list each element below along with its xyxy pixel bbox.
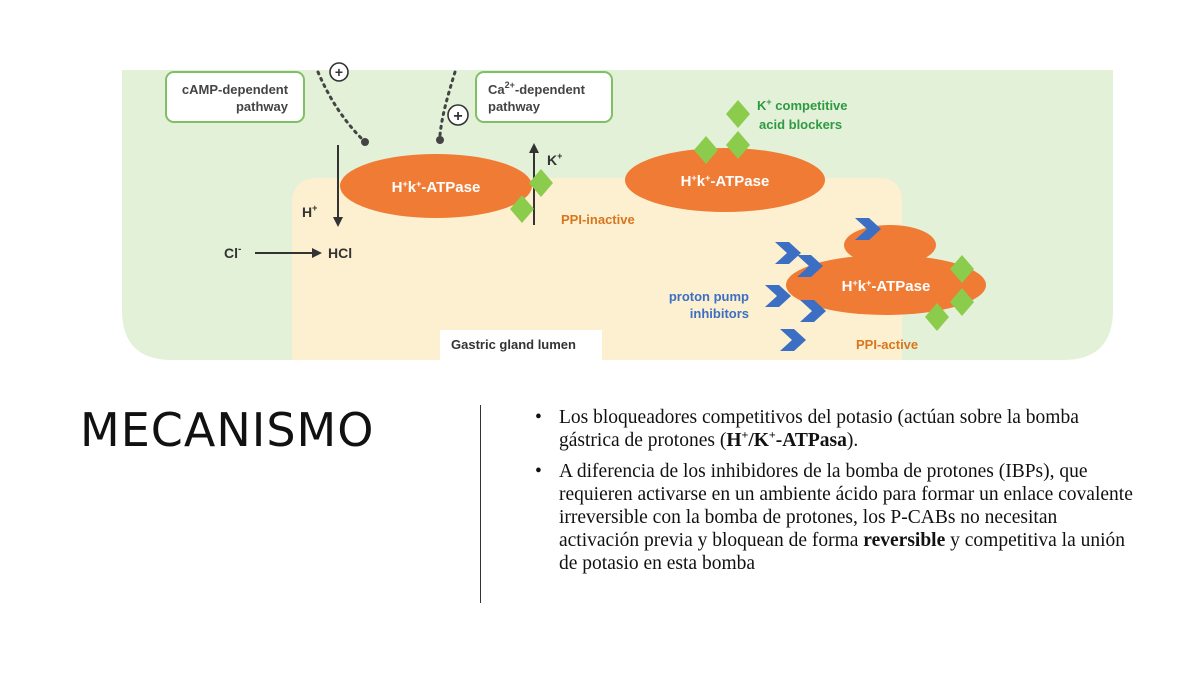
bullet1-text-end: ). [846, 430, 859, 451]
h-ion-label: H+ [302, 203, 317, 220]
pcab-diamond-pump1-b [510, 195, 534, 223]
vertical-divider [480, 405, 481, 603]
ca-box-line1: Ca2+-dependent [488, 80, 586, 97]
ca-box-line2: pathway [488, 99, 541, 114]
ca-signal-path [438, 70, 457, 137]
k-ion-label: K+ [547, 151, 562, 168]
slide-title: MECANISMO [80, 403, 375, 457]
bullet2-bold-word: reversible [863, 530, 946, 551]
ca-plus-sign: + [453, 108, 462, 125]
ppi-active-label: PPI-active [856, 337, 918, 352]
camp-plus-icon [329, 62, 349, 82]
pcab-diamond-pump3-b [950, 288, 974, 316]
diagram-canvas: cAMP-dependent pathway Ca2+-dependent pa… [122, 62, 1113, 360]
pcab-diamond-pump1-a [529, 169, 553, 197]
bullet-list: • Los bloqueadores competitivos del pota… [535, 406, 1135, 583]
pcab-diamond-pump3-c [925, 303, 949, 331]
proton-pump-2 [625, 148, 825, 212]
bullet2-text: A diferencia de los inhibidores de la bo… [559, 461, 1133, 551]
bullet1-bold-formula: H+/K+-ATPasa [726, 427, 847, 452]
ca-plus-icon [447, 104, 469, 126]
ppi-label-line1: proton pump [669, 289, 749, 304]
ppi-chevron-6 [780, 329, 806, 351]
camp-pathway-box [165, 71, 305, 123]
pump1-label: H+k+-ATPase [392, 179, 481, 196]
pump2-label: H+k+-ATPase [681, 173, 770, 190]
bullet-item-1: • Los bloqueadores competitivos del pota… [535, 406, 1135, 452]
ppi-chevron-3 [797, 255, 823, 277]
bullet-dot: • [535, 461, 542, 482]
ppi-chevron-5 [800, 300, 826, 322]
proton-pump-3 [786, 255, 986, 315]
pcab-diamond-pump3-a [950, 255, 974, 283]
camp-signal-end [361, 138, 369, 146]
gastric-lumen-area [292, 178, 902, 360]
camp-signal-path [316, 70, 365, 142]
pcab-label-line1: K+ competitive [757, 97, 848, 113]
bullet2-text-end: y competitiva la unión de potasio en est… [559, 530, 1126, 574]
mechanism-diagram: cAMP-dependent pathway Ca2+-dependent pa… [122, 62, 1113, 360]
lumen-label-box [440, 330, 602, 360]
bullet-item-2: • A diferencia de los inhibidores de la … [535, 460, 1135, 575]
bullet1-text: Los bloqueadores competitivos del potasi… [559, 407, 1079, 451]
pcab-diamond-free [726, 100, 750, 128]
pcab-diamond-pump2-a [726, 131, 750, 159]
ca-signal-end [436, 136, 444, 144]
ppi-chevron-4 [765, 285, 791, 307]
camp-box-line2: pathway [236, 99, 289, 114]
hcl-label: HCl [328, 245, 352, 261]
ppi-label-line2: inhibitors [690, 306, 749, 321]
camp-plus-sign: + [335, 64, 343, 80]
bullet-dot: • [535, 407, 542, 428]
pcab-label-line2: acid blockers [759, 117, 842, 132]
ppi-inactive-label: PPI-inactive [561, 212, 635, 227]
cl-ion-label: Cl- [224, 244, 241, 261]
pcab-diamond-pump2-b [694, 136, 718, 164]
ppi-chevron-1 [855, 218, 881, 240]
ca-pathway-box [475, 71, 613, 123]
ppi-chevron-2 [775, 242, 801, 264]
camp-box-line1: cAMP-dependent [182, 82, 289, 97]
proton-pump-1 [340, 154, 532, 218]
pump3-label: H+k+-ATPase [842, 278, 931, 295]
lumen-label: Gastric gland lumen [451, 337, 576, 352]
